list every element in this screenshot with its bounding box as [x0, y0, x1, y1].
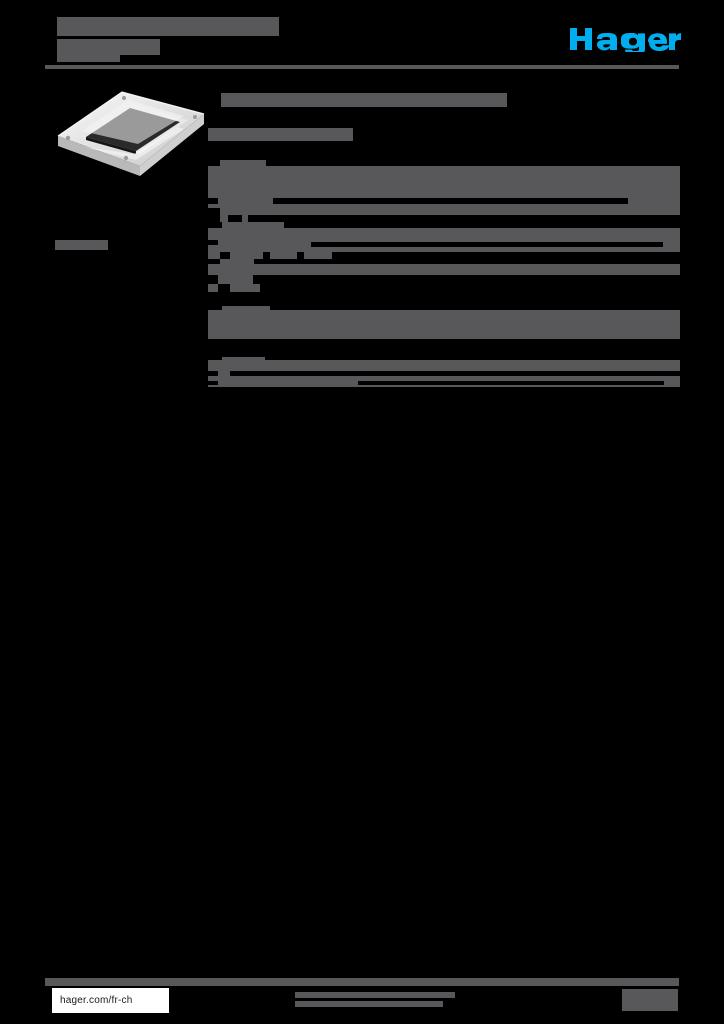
row-gap	[284, 222, 680, 228]
footer-url-link[interactable]: hager.com/fr-ch	[52, 988, 169, 1013]
table-row[interactable]	[208, 306, 680, 345]
row-gap	[208, 387, 680, 390]
table-row[interactable]	[208, 160, 680, 215]
row-tick	[230, 252, 263, 259]
page-header	[0, 0, 724, 80]
row-tick	[304, 252, 332, 259]
row-gap	[208, 275, 218, 284]
row-gap	[208, 240, 218, 245]
row-gap	[208, 381, 218, 385]
page-subtitle	[57, 55, 120, 62]
table-row-divider	[208, 345, 680, 357]
row-gap	[266, 160, 680, 166]
page-title-line-2	[57, 39, 160, 55]
row-gap	[270, 306, 680, 310]
table-row-divider	[208, 284, 680, 306]
row-leader	[311, 242, 663, 247]
footer-center-line-2	[295, 1001, 443, 1007]
row-gap	[208, 339, 680, 345]
row-gap	[230, 371, 680, 376]
footer-center-text	[295, 992, 455, 1007]
table-row[interactable]	[208, 357, 680, 390]
row-leader	[273, 198, 628, 204]
footer-center-line-1	[295, 992, 455, 998]
row-gap	[208, 198, 218, 204]
product-caption	[55, 240, 108, 250]
page-title-line-1	[57, 17, 279, 36]
section-title	[221, 93, 507, 107]
row-gap	[208, 371, 218, 376]
row-tick	[208, 284, 218, 292]
row-tick	[230, 284, 260, 292]
row-tick	[242, 215, 248, 222]
footer-url-text: hager.com/fr-ch	[60, 995, 133, 1006]
row-gap	[208, 357, 222, 360]
row-gap	[253, 275, 680, 284]
row-tick	[208, 252, 220, 259]
row-gap	[208, 222, 222, 228]
row-gap	[208, 306, 222, 310]
header-divider	[45, 65, 679, 69]
row-tick	[270, 252, 297, 259]
table-row[interactable]	[208, 259, 680, 284]
hager-logo[interactable]	[568, 26, 681, 52]
footer-page-number	[622, 989, 678, 1011]
row-leader	[358, 381, 664, 385]
footer-divider	[45, 978, 679, 986]
row-tick	[220, 215, 228, 222]
table-row[interactable]	[208, 222, 680, 252]
row-gap	[208, 259, 220, 264]
product-photo-distribution-enclosure	[52, 84, 210, 196]
row-gap	[208, 160, 220, 166]
table-row-divider	[208, 252, 680, 259]
row-gap	[265, 357, 680, 360]
row-gap	[208, 208, 220, 215]
table-row-divider	[208, 215, 680, 222]
section-subheading	[208, 128, 353, 141]
page-title	[57, 17, 287, 55]
row-gap	[254, 259, 680, 264]
